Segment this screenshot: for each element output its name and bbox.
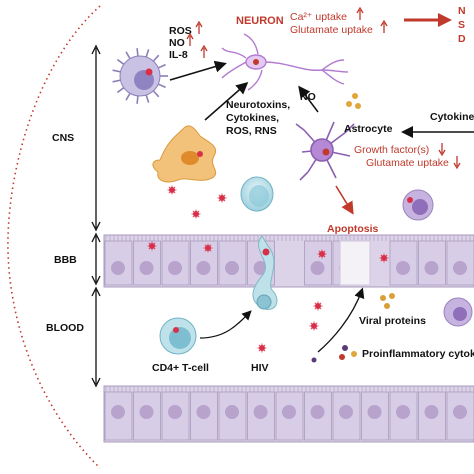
hiv-virion — [147, 241, 157, 251]
macrophage-output-1: Neurotoxins, — [226, 99, 290, 111]
arrow-viral-proteins-to-bbb — [317, 287, 365, 353]
cd4-label: CD4+ T-cell — [152, 362, 209, 374]
monocyte-cns — [240, 176, 274, 212]
vessel-cell — [133, 391, 161, 441]
vessel-cell — [104, 391, 133, 441]
proinflammatory-label: Proinflammatory cytok — [362, 348, 474, 360]
outcome-letter-s: S — [458, 19, 465, 31]
arrow-tcell-to-bbb — [199, 310, 252, 339]
astrocyte-effect-arrows — [438, 143, 461, 170]
hiv-virion — [313, 301, 323, 311]
outcome-letter-n: N — [458, 5, 466, 17]
astrocyte-cell — [295, 121, 355, 181]
infected-cell-blood-right — [443, 297, 473, 327]
arrow-microglia-to-neuron — [169, 60, 227, 81]
bbb-bracket — [91, 232, 101, 286]
blood-vessel-layer — [103, 385, 474, 443]
no-label-1: NO — [169, 37, 185, 49]
astrocyte-effect-glutamate: Glutamate uptake — [366, 157, 449, 169]
proinflammatory-cytokine-particles — [311, 345, 357, 363]
viral-proteins-label: Viral proteins — [359, 315, 426, 327]
viral-protein-particles — [380, 293, 395, 309]
blood-bracket — [91, 286, 101, 388]
vessel-cell — [247, 391, 275, 441]
microglia-cell — [112, 48, 168, 104]
vessel-cell — [161, 391, 190, 441]
macrophage-output-2: Cytokines, — [226, 112, 279, 124]
vessel-cell — [361, 391, 389, 441]
outcome-letter-d: D — [458, 33, 466, 45]
neuron-effect-arrows — [356, 6, 388, 33]
hiv-virion — [167, 185, 177, 195]
hiv-virion — [191, 209, 201, 219]
apoptosis-label: Apoptosis — [327, 223, 378, 235]
bbb-cell — [133, 240, 161, 286]
hiv-label: HIV — [251, 362, 269, 374]
il8-label: IL-8 — [169, 49, 188, 61]
bbb-cell — [161, 240, 190, 286]
apoptotic-cell-gap — [339, 240, 371, 286]
vessel-cell — [190, 391, 218, 441]
bbb-cell — [104, 240, 133, 286]
arrow-macrophage-to-neuron — [204, 82, 249, 121]
transcytosis-vesicle — [252, 235, 278, 310]
ros-label: ROS — [169, 25, 192, 37]
bbb-cell — [446, 240, 474, 286]
vessel-cell — [218, 391, 247, 441]
glutamate-particles — [346, 93, 361, 109]
bbb-cell — [304, 240, 332, 286]
hiv-virion — [257, 343, 267, 353]
vessel-cell — [389, 391, 418, 441]
bbb-endothelial-layer — [103, 234, 474, 288]
hiv-virion — [379, 253, 389, 263]
astrocyte-effect-growth: Growth factor(s) — [354, 144, 429, 156]
hiv-virion — [203, 243, 213, 253]
no-label-astrocyte: NO — [300, 91, 316, 103]
infected-cell-cns-right — [402, 189, 434, 221]
macrophage-cell — [152, 125, 217, 183]
arrow-astrocyte-no-to-neuron — [298, 85, 319, 113]
macrophage-output-3: ROS, RNS — [226, 125, 277, 137]
neuron-cell — [221, 33, 349, 91]
cytokines-label: Cytokine — [430, 111, 474, 123]
arrow-astrocyte-to-apoptosis — [335, 185, 354, 215]
vessel-cell — [275, 391, 304, 441]
hiv-virions — [147, 185, 389, 353]
bbb-cell — [418, 240, 446, 286]
vessel-cell — [332, 391, 361, 441]
brain-boundary-dotted-arc — [7, 5, 101, 469]
cd4-t-cell — [159, 317, 197, 355]
astrocyte-label: Astrocyte — [344, 123, 393, 135]
bbb-cell — [218, 240, 247, 286]
neuron-title: NEURON — [236, 15, 284, 27]
neuron-effect-glutamate: Glutamate uptake — [290, 24, 373, 36]
microglia-output-labels: ROS NO IL-8 — [169, 20, 208, 61]
vessel-cell — [304, 391, 332, 441]
hiv-virion — [217, 193, 227, 203]
hiv-virion — [309, 321, 319, 331]
region-label-blood: BLOOD — [46, 322, 84, 334]
neuron-effect-calcium: Ca²⁺ uptake — [290, 11, 347, 23]
arrow-to-outcomes — [404, 13, 452, 27]
vessel-cell — [418, 391, 446, 441]
region-label-cns: CNS — [52, 132, 74, 144]
region-label-bbb: BBB — [54, 254, 77, 266]
bbb-cell — [389, 240, 418, 286]
hiv-virion — [317, 249, 327, 259]
cns-bracket — [91, 44, 101, 232]
vessel-cell — [446, 391, 474, 441]
